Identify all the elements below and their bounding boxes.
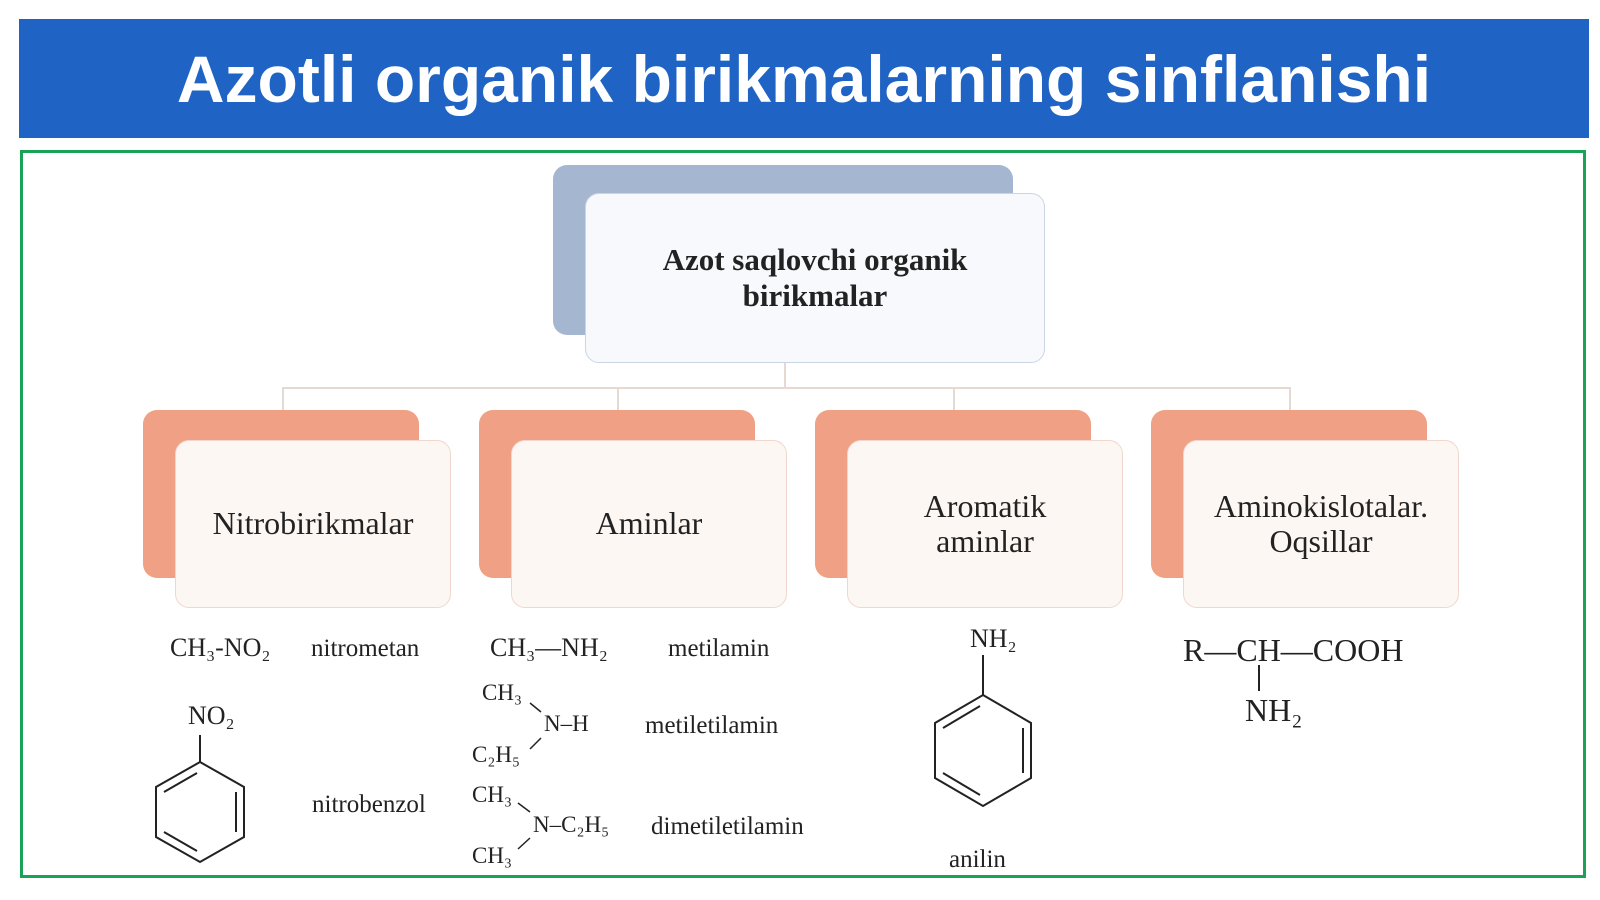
title-bar: Azotli organik birikmalarning sinflanish…: [19, 19, 1589, 138]
connector-horizontal: [282, 387, 1291, 389]
dimethylethylamine-center: N–C₂H₅: [533, 812, 610, 837]
nitrobenzene-name: nitrobenzol: [312, 791, 426, 818]
category-aminoacid-line2: Oqsillar: [1269, 523, 1373, 559]
root-label-line2: birikmalar: [742, 278, 888, 313]
page-title: Azotli organik birikmalarning sinflanish…: [176, 41, 1432, 116]
dimethylethylamine-sub2: CH₃: [472, 843, 512, 868]
aniline-name: anilin: [949, 846, 1006, 873]
connector-root-stem: [784, 363, 786, 388]
dimethylethylamine-name: dimetiletilamin: [651, 813, 804, 840]
connector-drop-4: [1289, 387, 1291, 411]
category-aromatic: Aromatik aminlar: [847, 440, 1123, 608]
category-amines: Aminlar: [511, 440, 787, 608]
root-node: Azot saqlovchi organik birikmalar: [585, 193, 1045, 363]
methylamine-name: metilamin: [668, 635, 770, 662]
category-nitro-label: Nitrobirikmalar: [212, 505, 414, 542]
methylethylamine-center: N–H: [544, 711, 589, 736]
aniline-ring: [934, 655, 1032, 808]
category-aromatic-line2: aminlar: [936, 523, 1034, 559]
methylethylamine-sub1: CH₃: [482, 680, 522, 705]
dimethylethylamine-sub1: CH₃: [472, 782, 512, 807]
methylethylamine-name: metiletilamin: [645, 712, 779, 739]
connector-drop-1: [282, 387, 284, 411]
category-aminoacid: Aminokislotalar. Oqsillar: [1183, 440, 1459, 608]
nitromethane-name: nitrometan: [311, 635, 420, 662]
category-nitro: Nitrobirikmalar: [175, 440, 451, 608]
aniline-group: NH₂: [970, 624, 1017, 653]
aminoacid-chain: R—CH—COOH: [1183, 632, 1404, 668]
nitromethane-formula: CH₃-NO₂: [170, 633, 271, 662]
root-label-line1: Azot saqlovchi organik: [662, 242, 968, 278]
category-aromatic-line1: Aromatik: [923, 487, 1047, 524]
category-amines-label: Aminlar: [595, 505, 703, 542]
connector-drop-2: [617, 387, 619, 411]
methylamine-formula: CH₃—NH₂: [490, 633, 608, 662]
content-frame: [20, 150, 1586, 878]
methylethylamine-sub2: C₂H₅: [472, 742, 520, 767]
connector-drop-3: [953, 387, 955, 411]
nitrobenzene-group: NO₂: [188, 701, 235, 730]
aminoacid-group: NH₂: [1245, 692, 1303, 728]
nitrobenzene-ring: [155, 735, 245, 864]
category-aminoacid-line1: Aminokislotalar.: [1213, 487, 1429, 524]
amine-bonds: [517, 702, 542, 850]
